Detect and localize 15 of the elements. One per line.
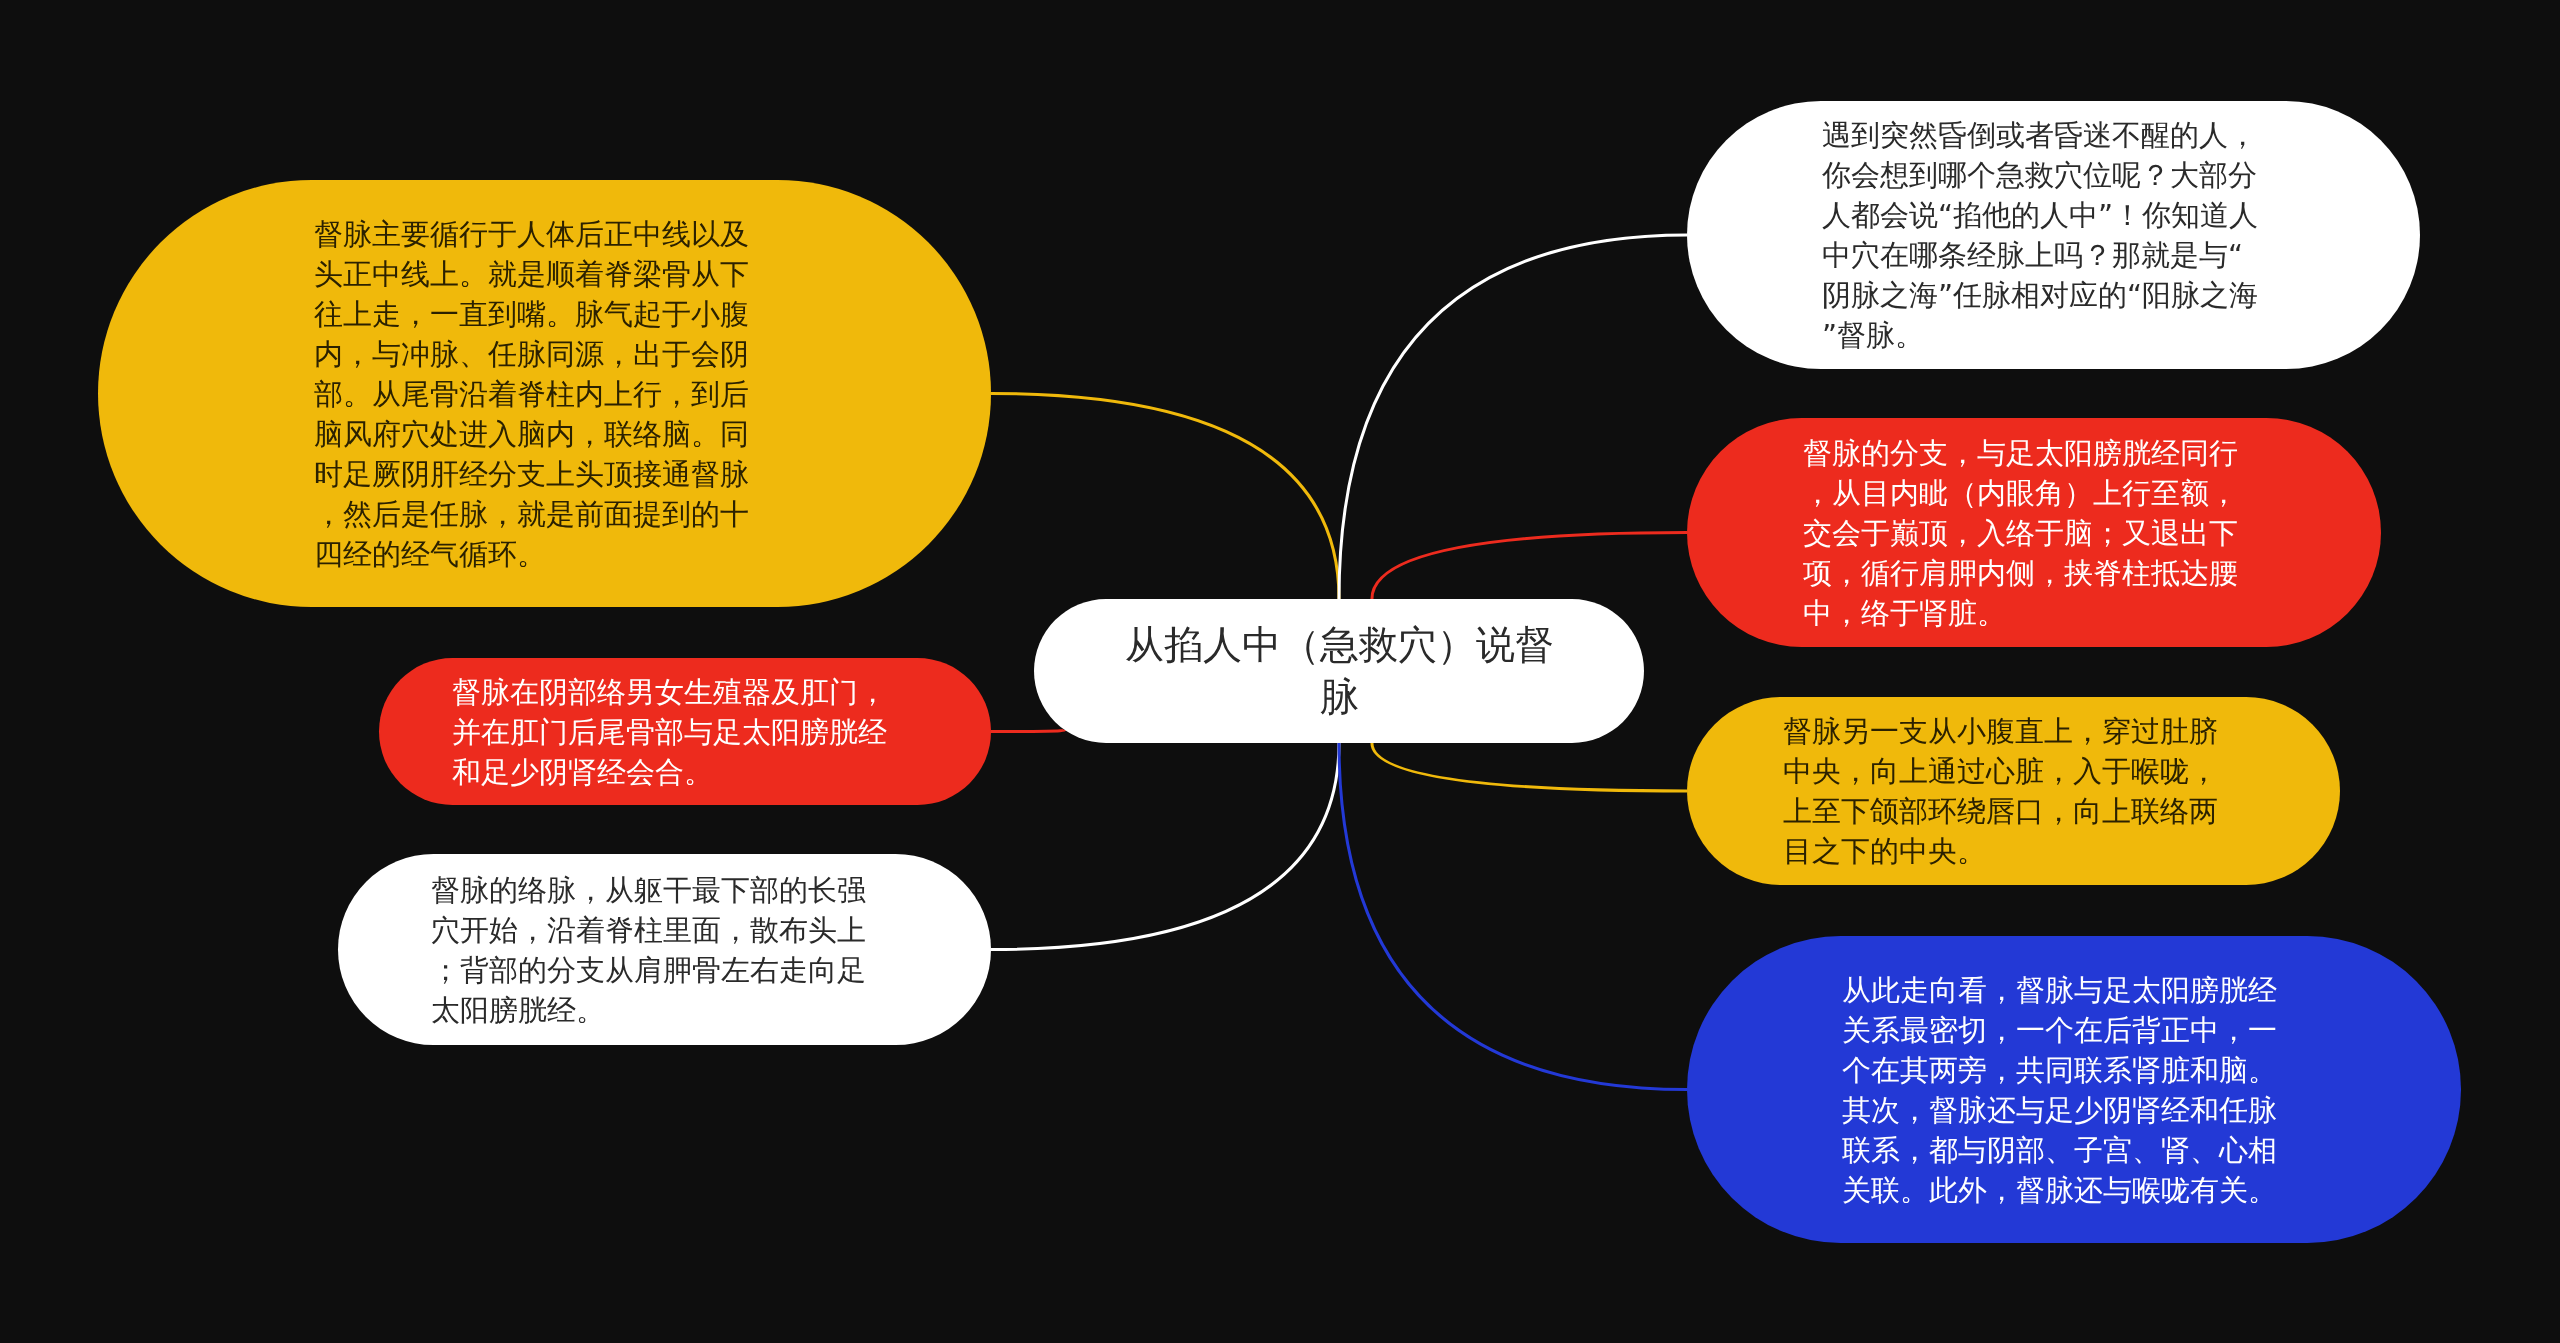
branch-line — [991, 728, 1066, 733]
branch-line — [1370, 742, 1687, 793]
note-text: 督脉的分支，与足太阳膀胱经同行，从目内眦（内眼角）上行至额，交会于巅顶，入络于脑；又退出下项，循行肩胛内侧，挟脊柱抵达腰中，络于肾脏。 — [1803, 434, 2239, 632]
branch-line — [990, 742, 1341, 951]
note-text: 督脉主要循行于人体后正中线以及头正中线上。就是顺着脊梁骨从下往上走，一直到嘴。脉气起于小腹内，与冲脉、任脉同源，出于会阴部。从尾骨沿着脊柱内上行，到后脑风府穴处进入脑内，联络脑。同时足厥阴肝经分支上头顶接通督脉，然后是任脉，就是前面提到的十四经的经气循环。 — [314, 215, 750, 573]
note-text: 督脉的络脉，从躯干最下部的长强穴开始，沿着脊柱里面，散布头上；背部的分支从肩胛骨左右走向足太阳膀胱经。 — [431, 871, 867, 1029]
note-text: 从此走向看，督脉与足太阳膀胱经关系最密切，一个在后背正中，一个在其两旁，共同联系肾脏和脑。其次，督脉还与足少阴肾经和任脉联系，都与阴部、子宫、肾、心相关联。此外，督脉还与喉咙有关。 — [1842, 971, 2278, 1209]
note-text: 督脉另一支从小腹直上，穿过肚脐中央，向上通过心脏，入于喉咙，上至下颌部环绕唇口，向上联络两目之下的中央。 — [1783, 713, 2219, 870]
topic-text: 从掐人中（急救穴）说督脉 — [1123, 621, 1555, 721]
branch-line — [990, 392, 1341, 600]
note-text: 遇到突然昏倒或者昏迷不醒的人，你会想到哪个急救穴位呢？大部分人都会说“掐他的人中”！你知道人中穴在哪条经脉上吗？那就是与“阴脉之海”任脉相对应的“阳脉之海”督脉。 — [1822, 117, 2260, 354]
branch-line — [1370, 531, 1687, 600]
branch-line — [1337, 233, 1688, 600]
note-text: 督脉在阴部络男女生殖器及肛门，并在肛门后尾骨部与足太阳膀胱经和足少阴肾经会合。 — [452, 673, 888, 791]
branch-line — [1337, 742, 1688, 1091]
